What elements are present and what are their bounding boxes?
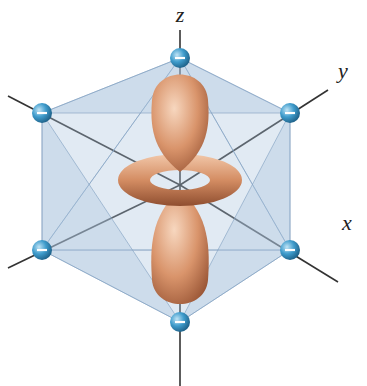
octahedron — [42, 58, 290, 322]
axis-label: y — [336, 60, 350, 82]
axis-label: x — [340, 212, 354, 234]
axis-label: z — [174, 4, 187, 26]
charge-signs — [37, 58, 295, 322]
ligand-spheres — [32, 48, 300, 332]
axis-lines — [8, 30, 338, 386]
dz2-orbital — [118, 75, 242, 305]
